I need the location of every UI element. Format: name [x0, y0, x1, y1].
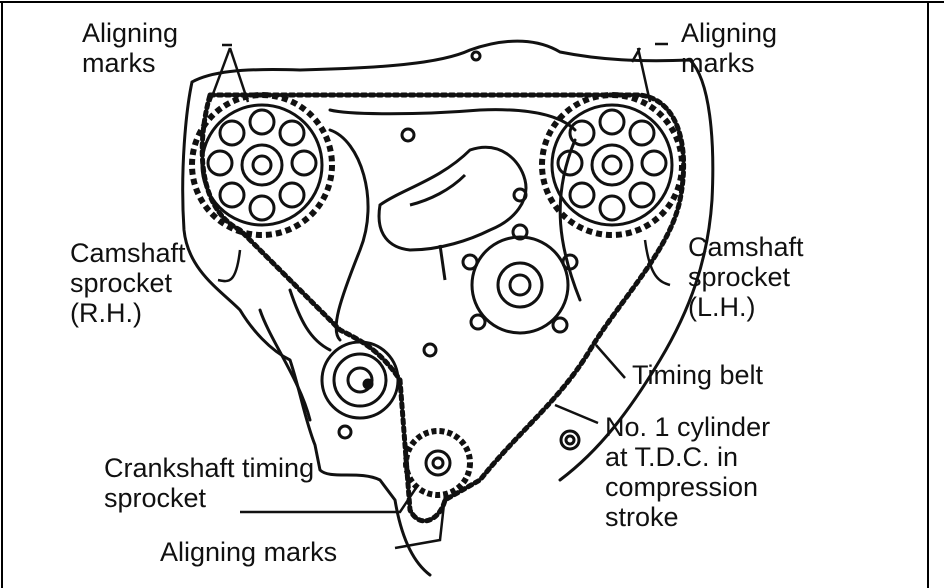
leader-timing-belt — [595, 344, 626, 379]
label-line: Aligning — [82, 18, 179, 48]
cover-inner-line — [328, 108, 577, 132]
label-aligning-marks-bottom: Aligning marks — [160, 537, 338, 567]
idler-bracket — [258, 288, 332, 422]
water-pump — [461, 223, 579, 335]
label-line: at T.D.C. in — [605, 442, 739, 472]
label-cylinder-note: No. 1 cylinder at T.D.C. in compression … — [605, 412, 770, 532]
crankshaft-timing-sprocket — [403, 428, 473, 498]
leader-aligning-marks-top-right — [630, 42, 668, 103]
cover-inner-line-3 — [558, 138, 582, 302]
engine-cover-outline — [181, 39, 715, 577]
label-line: Camshaft — [688, 232, 804, 262]
label-aligning-marks-top-left: Aligning marks — [82, 18, 178, 78]
label-camshaft-sprocket-lh: Camshaft sprocket (L.H.) — [688, 232, 804, 322]
label-line: No. 1 cylinder — [605, 412, 771, 442]
camshaft-sprocket-lh — [539, 92, 685, 238]
leader-crankshaft — [240, 484, 420, 514]
belt-tensioner-pulley — [320, 340, 400, 420]
label-line: Camshaft — [70, 238, 186, 268]
leader-cylinder-note — [554, 403, 599, 425]
label-line: marks — [681, 48, 755, 78]
label-line: (L.H.) — [688, 292, 756, 322]
label-line: stroke — [605, 502, 679, 532]
label-line: sprocket — [104, 483, 207, 513]
leader-aligning-marks-top-left — [208, 43, 250, 103]
label-camshaft-sprocket-rh: Camshaft sprocket (R.H.) — [70, 238, 186, 328]
label-line: sprocket — [688, 262, 791, 292]
label-aligning-marks-top-right: Aligning marks — [681, 18, 777, 78]
label-line: Crankshaft timing — [104, 453, 315, 483]
label-timing-belt: Timing belt — [632, 360, 764, 390]
oil-pump-housing — [337, 50, 581, 451]
leader-camshaft-rh — [217, 249, 242, 283]
label-line: marks — [82, 48, 156, 78]
label-line: sprocket — [70, 268, 173, 298]
label-line: (R.H.) — [70, 298, 142, 328]
leader-aligning-marks-bottom — [394, 494, 447, 550]
leader-camshaft-lh — [643, 239, 671, 287]
camshaft-sprocket-rh — [189, 92, 335, 238]
label-line: compression — [605, 472, 759, 502]
cover-inner-line-2 — [328, 128, 370, 342]
label-line: Aligning — [681, 18, 778, 48]
label-crankshaft-timing-sprocket: Crankshaft timing sprocket — [104, 453, 314, 513]
